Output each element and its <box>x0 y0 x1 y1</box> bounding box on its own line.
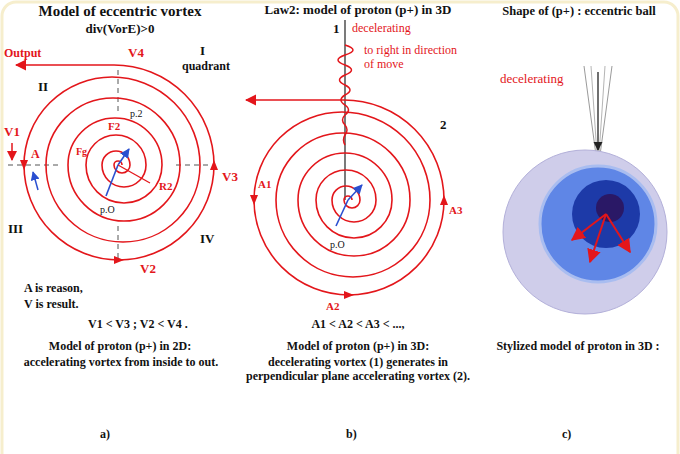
force-label: Fg <box>76 146 87 158</box>
radius-vector <box>118 165 150 183</box>
caption-text: decelerating vortex (1) generates in per… <box>242 356 474 384</box>
cause-label: A3 <box>449 204 462 217</box>
caption-heading: Stylized model of proton in 3D : <box>479 340 677 354</box>
point-label: p.2 <box>130 108 143 120</box>
panel-title: Model of eccentric vortex <box>20 3 220 20</box>
motion-label: decelerating <box>352 22 411 36</box>
velocity-label: V2 <box>140 262 156 277</box>
panel-title: Law2: model of proton (p+) in 3D <box>242 3 474 18</box>
cause-vector <box>33 172 38 190</box>
arrow-head <box>114 256 124 264</box>
panel-a-figure <box>8 65 218 264</box>
quadrant-number: III <box>8 222 23 237</box>
velocity-label: V1 <box>4 125 20 140</box>
caption-heading: Model of proton (p+) in 3D: <box>242 340 474 354</box>
radius-label: R2 <box>159 180 172 193</box>
force-vector <box>590 214 606 262</box>
arrow-head <box>344 291 354 299</box>
force-label: F2 <box>108 120 120 133</box>
velocity-label: V4 <box>128 46 144 61</box>
axis-line <box>344 20 345 200</box>
panel-title: Shape of (p+) : eccentric ball <box>481 4 677 18</box>
arrow-head <box>20 160 28 170</box>
motion-arrow <box>597 72 598 150</box>
force-vector <box>348 185 362 200</box>
caption-heading: Model of proton (p+) in 2D: <box>2 340 238 354</box>
axis-line <box>8 165 60 166</box>
cause-label: A <box>31 148 40 162</box>
panel-c-figure <box>503 66 667 314</box>
velocity-arrow <box>11 143 13 160</box>
quadrant-number: II <box>38 80 48 95</box>
axis-line <box>118 70 119 112</box>
motion-label: to right in direction of move <box>364 44 468 72</box>
panel-letter: c) <box>562 428 571 442</box>
velocity-label: V3 <box>222 170 238 185</box>
quadrant-number: I <box>200 44 205 59</box>
point-label: p.O <box>330 239 345 251</box>
quadrant-number: IV <box>200 232 214 247</box>
point-label: p.O <box>100 204 115 216</box>
middle-shell <box>540 166 656 282</box>
callout-number: 2 <box>440 118 447 133</box>
panel-letter: a) <box>100 428 110 442</box>
relation: V1 < V3 ; V2 < V4 . <box>88 318 188 332</box>
force-vector <box>118 149 129 165</box>
note: V is result. <box>24 298 79 312</box>
panel-b-figure <box>246 20 448 299</box>
axis-line <box>176 165 212 166</box>
outer-shell <box>503 150 667 314</box>
vortex-spiral <box>246 100 444 295</box>
decelerating-coil <box>338 45 353 145</box>
output-label: Output <box>4 47 41 61</box>
callout-number: 1 <box>333 22 340 37</box>
caption-text: accelerating vortex from inside to out. <box>1 356 241 370</box>
force-vector <box>606 214 630 252</box>
cause-label: A2 <box>326 300 339 313</box>
radius-vector <box>336 200 348 226</box>
panel-letter: b) <box>346 428 357 442</box>
radius-vector <box>106 165 118 196</box>
arrow-head <box>250 195 258 205</box>
arrow-head <box>440 195 448 205</box>
arrow-head <box>210 160 218 170</box>
formula: div(VorE)>0 <box>20 22 220 37</box>
relation: A1 < A2 < A3 < ..., <box>242 318 474 332</box>
quadrant-label: quadrant <box>182 60 230 74</box>
motion-label: decelerating <box>500 72 564 87</box>
note: A is reason, <box>24 282 83 296</box>
vortex-spiral <box>16 65 214 260</box>
cause-label: A1 <box>258 178 271 191</box>
